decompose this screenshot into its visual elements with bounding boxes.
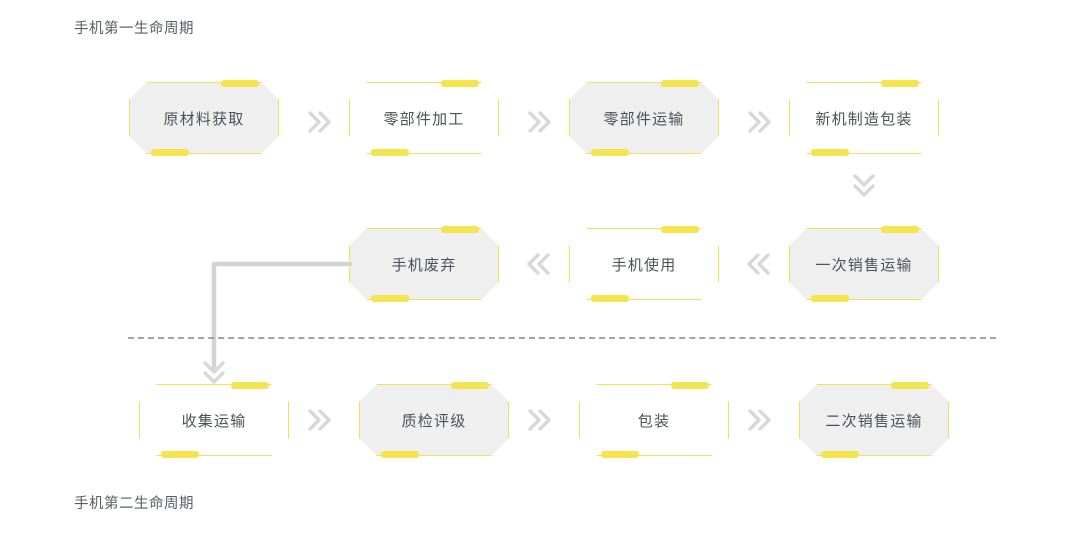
node-accent-bar-top — [221, 80, 259, 87]
chevron-double-right-icon — [742, 403, 776, 437]
node-label: 包装 — [637, 412, 671, 430]
node-accent-bar-top — [661, 226, 699, 233]
chevron-double-right-icon — [742, 105, 776, 139]
node-label: 零部件运输 — [603, 110, 685, 128]
node-label: 手机废弃 — [391, 256, 457, 274]
chevron-double-right-icon — [522, 105, 556, 139]
node-label: 新机制造包装 — [815, 110, 913, 128]
lifecycle-divider — [128, 337, 996, 339]
node-secondary-sales-transport[interactable]: 二次销售运输 — [799, 382, 949, 458]
chevron-double-left-icon — [742, 247, 776, 281]
node-accent-bar-bottom — [161, 451, 199, 458]
node-accent-bar-bottom — [151, 149, 189, 156]
node-accent-bar-bottom — [821, 451, 859, 458]
node-accent-bar-top — [881, 80, 919, 87]
node-accent-bar-bottom — [591, 295, 629, 302]
node-accent-bar-top — [441, 80, 479, 87]
node-new-phone-manufacturing-packaging[interactable]: 新机制造包装 — [789, 80, 939, 156]
node-packaging[interactable]: 包装 — [579, 382, 729, 458]
chevron-double-down-icon — [847, 167, 881, 201]
node-shape — [129, 82, 279, 154]
node-primary-sales-transport[interactable]: 一次销售运输 — [789, 226, 939, 302]
node-shape — [789, 82, 939, 154]
node-shape — [349, 82, 499, 154]
node-accent-bar-bottom — [591, 149, 629, 156]
node-phone-usage[interactable]: 手机使用 — [569, 226, 719, 302]
node-shape — [569, 82, 719, 154]
node-accent-bar-top — [881, 226, 919, 233]
node-shape — [349, 228, 499, 300]
node-label: 零部件加工 — [383, 110, 465, 128]
lifecycle-one-caption: 手机第一生命周期 — [74, 21, 194, 37]
node-accent-bar-top — [231, 382, 269, 389]
node-label: 收集运输 — [181, 412, 247, 430]
node-accent-bar-top — [671, 382, 709, 389]
chevron-double-right-icon — [522, 403, 556, 437]
node-collection-transport[interactable]: 收集运输 — [139, 382, 289, 458]
node-shape — [569, 228, 719, 300]
node-label: 一次销售运输 — [815, 256, 913, 274]
node-accent-bar-bottom — [371, 295, 409, 302]
node-accent-bar-bottom — [601, 451, 639, 458]
node-shape — [799, 384, 949, 456]
node-shape — [359, 384, 509, 456]
node-label: 原材料获取 — [163, 110, 245, 128]
node-label: 质检评级 — [401, 412, 467, 430]
node-accent-bar-top — [451, 382, 489, 389]
chevron-double-right-icon — [302, 403, 336, 437]
node-accent-bar-bottom — [811, 149, 849, 156]
node-accent-bar-bottom — [381, 451, 419, 458]
node-label: 手机使用 — [611, 256, 677, 274]
lifecycle-two-caption: 手机第二生命周期 — [74, 496, 194, 512]
node-shape — [139, 384, 289, 456]
chevron-double-left-icon — [522, 247, 556, 281]
node-component-processing[interactable]: 零部件加工 — [349, 80, 499, 156]
node-component-transport[interactable]: 零部件运输 — [569, 80, 719, 156]
node-shape — [789, 228, 939, 300]
node-quality-inspection-grading[interactable]: 质检评级 — [359, 382, 509, 458]
node-phone-disposal[interactable]: 手机废弃 — [349, 226, 499, 302]
node-accent-bar-bottom — [371, 149, 409, 156]
node-accent-bar-top — [891, 382, 929, 389]
chevron-double-right-icon — [302, 105, 336, 139]
node-shape — [579, 384, 729, 456]
node-raw-material-acquisition[interactable]: 原材料获取 — [129, 80, 279, 156]
node-accent-bar-bottom — [811, 295, 849, 302]
chevron-double-down-icon — [197, 354, 231, 388]
node-accent-bar-top — [661, 80, 699, 87]
node-accent-bar-top — [441, 226, 479, 233]
node-label: 二次销售运输 — [825, 412, 923, 430]
